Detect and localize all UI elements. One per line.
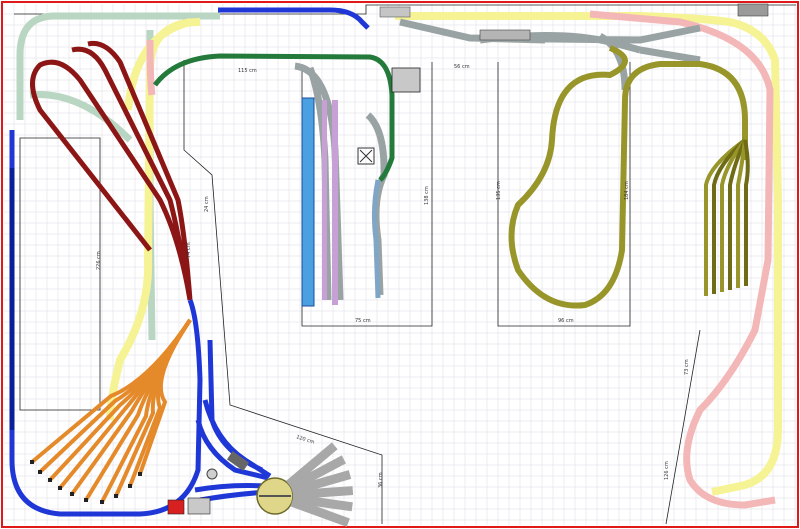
roundhouse-stall [292,486,354,500]
platform-top-2 [737,3,769,17]
dim-label: 74 cm [186,242,192,258]
buffer-stop [114,494,118,498]
dim-label: 126 cm [664,461,670,480]
dim-label: 96 cm [558,318,574,324]
dim-label: 115 cm [238,68,257,74]
building-red [167,499,185,515]
dim-label: 120 cm [295,434,315,446]
track-olive-loop [508,45,748,309]
buffer-stop [84,498,88,502]
buffer-stop [38,470,42,474]
dim-label: 75 cm [355,318,371,324]
dim-label: 226 cm [96,251,102,270]
track-maroon-loop [30,40,193,301]
roundhouse-stall [292,494,353,512]
building-grey-small [187,497,211,515]
dim-label: 24 cm [204,196,210,212]
water-tank [206,468,218,480]
station-building [391,67,421,93]
buffer-stop [100,500,104,504]
olive-siding [743,139,750,286]
buffer-stop [30,460,34,464]
fan-track [138,318,192,475]
dim-label: 56 cm [454,64,470,70]
blue-dotted-siding [301,97,315,307]
violet-siding-2 [332,100,338,305]
buffer-stop [138,472,142,476]
dim-label: 36 cm [378,472,384,488]
roundhouse-stall [285,442,338,488]
crossing-marker [357,147,375,165]
violet-siding-1 [322,100,327,300]
roundhouse-stall [288,455,346,492]
engine-shed [226,451,250,471]
dim-label: 138 cm [424,186,430,205]
buffer-stop [58,486,62,490]
roundhouse-stall [291,470,352,496]
orange-fan-yard [30,318,192,504]
dim-label: 184 cm [624,181,630,200]
dim-label: 73 cm [684,359,690,375]
dim-label: 135 cm [496,181,502,200]
buffer-stop [70,492,74,496]
buffer-stop [48,478,52,482]
roundhouse-stall [290,497,350,527]
goods-shed [479,29,531,41]
roundhouse-stalls [285,442,354,527]
olive-spur-sidings [704,138,750,296]
buffer-stop [128,484,132,488]
track-pink-loop [146,10,776,509]
track-green-centre [152,53,395,182]
platform-top [379,6,411,18]
board-outline [14,4,796,525]
track-steel-siding [371,179,381,299]
